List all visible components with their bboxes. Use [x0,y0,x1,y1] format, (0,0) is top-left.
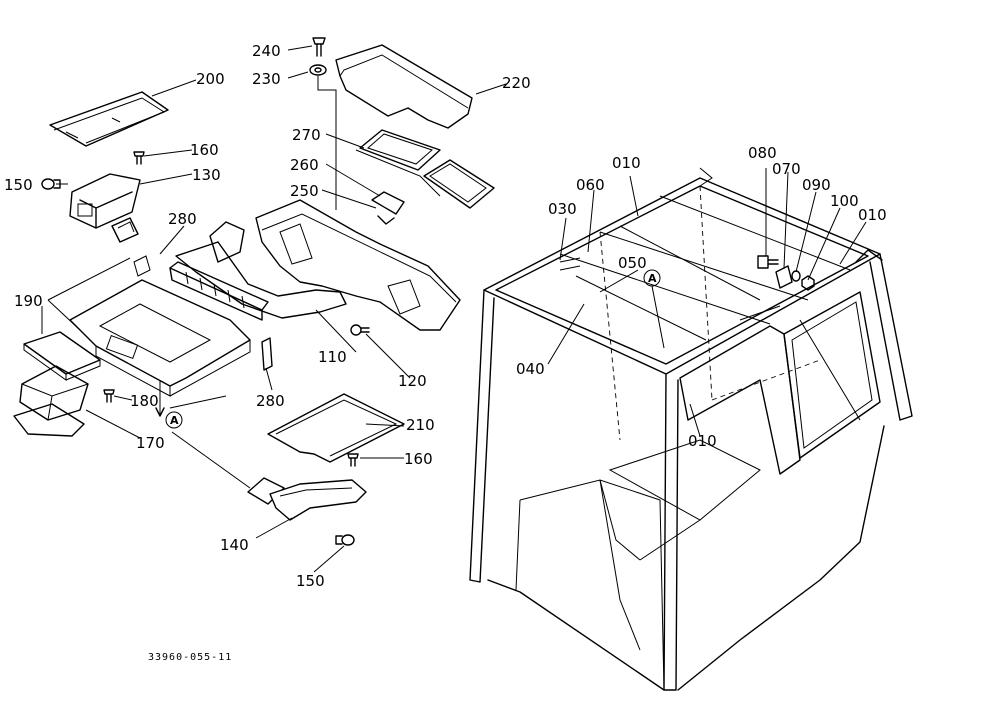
part-vent-register [169,261,269,321]
part-130-bracket [111,217,139,243]
callout-210: 210 [406,416,435,434]
part-140-elbow-duct [247,477,367,521]
reference-mark-left: A [170,414,179,427]
callout-140: 140 [220,536,249,554]
callout-010-top: 010 [612,154,641,172]
part-250-clip [371,191,405,225]
part-150-grommet-lower [335,534,355,546]
callout-070: 070 [772,160,801,178]
part-130-vent-housing [69,173,141,229]
callout-160-upper: 160 [190,141,219,159]
callout-180: 180 [130,392,159,410]
callout-040: 040 [516,360,545,378]
part-160-screw [133,151,145,165]
callout-240: 240 [252,42,281,60]
callout-060: 060 [576,176,605,194]
callout-010-right: 010 [858,206,887,224]
callout-230: 230 [252,70,281,88]
leader-lines-right [547,168,867,437]
leader-lines-left [41,45,507,573]
part-160-screw-lower [347,453,359,467]
reference-arrow-right [643,269,665,349]
part-270-frame [355,129,495,209]
callout-120: 120 [398,372,427,390]
callout-200: 200 [196,70,225,88]
callout-labels: 240 230 220 200 160 150 130 270 260 250 … [4,42,887,663]
callout-110: 110 [318,348,347,366]
part-070-bracket [775,265,793,289]
callout-150-lower: 150 [296,572,325,590]
callout-030: 030 [548,200,577,218]
callout-250: 250 [290,182,319,200]
part-280-bracket-lower [261,337,273,371]
part-080-bolt [757,255,779,269]
drawing-number: 33960-055-11 [148,652,232,663]
callout-080: 080 [748,144,777,162]
callout-260: 260 [290,156,319,174]
callout-050: 050 [618,254,647,272]
callout-100: 100 [830,192,859,210]
part-230-washer [309,64,327,76]
callout-130: 130 [192,166,221,184]
callout-170: 170 [136,434,165,452]
callout-160-lower: 160 [404,450,433,468]
part-170-cover [13,365,89,437]
callout-270: 270 [292,126,321,144]
callout-090: 090 [802,176,831,194]
callout-150-upper: 150 [4,176,33,194]
part-190-filter [23,331,101,381]
cab-frame [469,167,913,691]
part-210-plate [267,393,405,463]
part-180-screw [103,389,115,403]
part-110-main-duct [255,199,461,331]
part-240-screw [312,37,326,57]
callout-010-front: 010 [688,432,717,450]
callout-220: 220 [502,74,531,92]
part-280-duct-upper [175,221,347,319]
part-heater-box [69,255,251,397]
reference-arrow-left [155,380,183,429]
reference-mark-right: A [648,272,657,285]
callout-280-lower: 280 [256,392,285,410]
callout-190: 190 [14,292,43,310]
part-120-screw [350,324,370,336]
part-220-cover-plate [335,44,473,129]
part-090-washer [791,270,801,282]
callout-280-upper: 280 [168,210,197,228]
part-200-panel [49,91,169,147]
part-100-nut [801,275,815,291]
